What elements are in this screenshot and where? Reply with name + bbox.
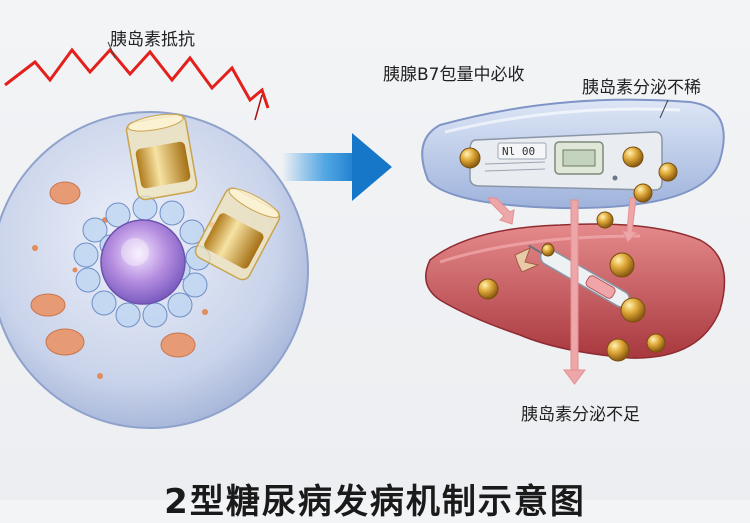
label-pancreas-function: 胰腺B7包量中必收 [383, 65, 525, 85]
insulin-receptor-can-1 [125, 113, 198, 201]
label-insulin-secretion-top: 胰岛素分泌不稀 [582, 78, 701, 98]
diagram-title: 2型糖尿病发病机制示意图 [164, 482, 586, 522]
insulin-receptor-can-2 [194, 187, 281, 281]
label-insulin-deficiency: 胰岛素分泌不足 [521, 405, 640, 425]
secretion-arrows [487, 197, 639, 385]
progression-arrow [282, 133, 392, 201]
resistance-zigzag [4, 47, 270, 109]
secretion-leader-line [659, 99, 669, 119]
zigzag-tail [254, 94, 263, 121]
glucometer-device [469, 131, 663, 191]
device-readout: Nl 00 [502, 145, 535, 158]
cell-nucleus [100, 219, 186, 305]
cell-organelles [30, 181, 196, 358]
diagram-canvas: Nl 00 胰岛素抵抗 胰腺B7包量中必收 胰岛素分泌不稀 胰岛素分泌不足 2型… [0, 30, 726, 522]
label-insulin-resistance: 胰岛素抵抗 [110, 30, 195, 50]
nucleus-highlight [121, 238, 149, 266]
insulin-granules [459, 146, 678, 362]
resistance-leader-line [107, 41, 116, 59]
insulin-pen [528, 244, 631, 308]
diagram-svg: Nl 00 [0, 41, 726, 429]
